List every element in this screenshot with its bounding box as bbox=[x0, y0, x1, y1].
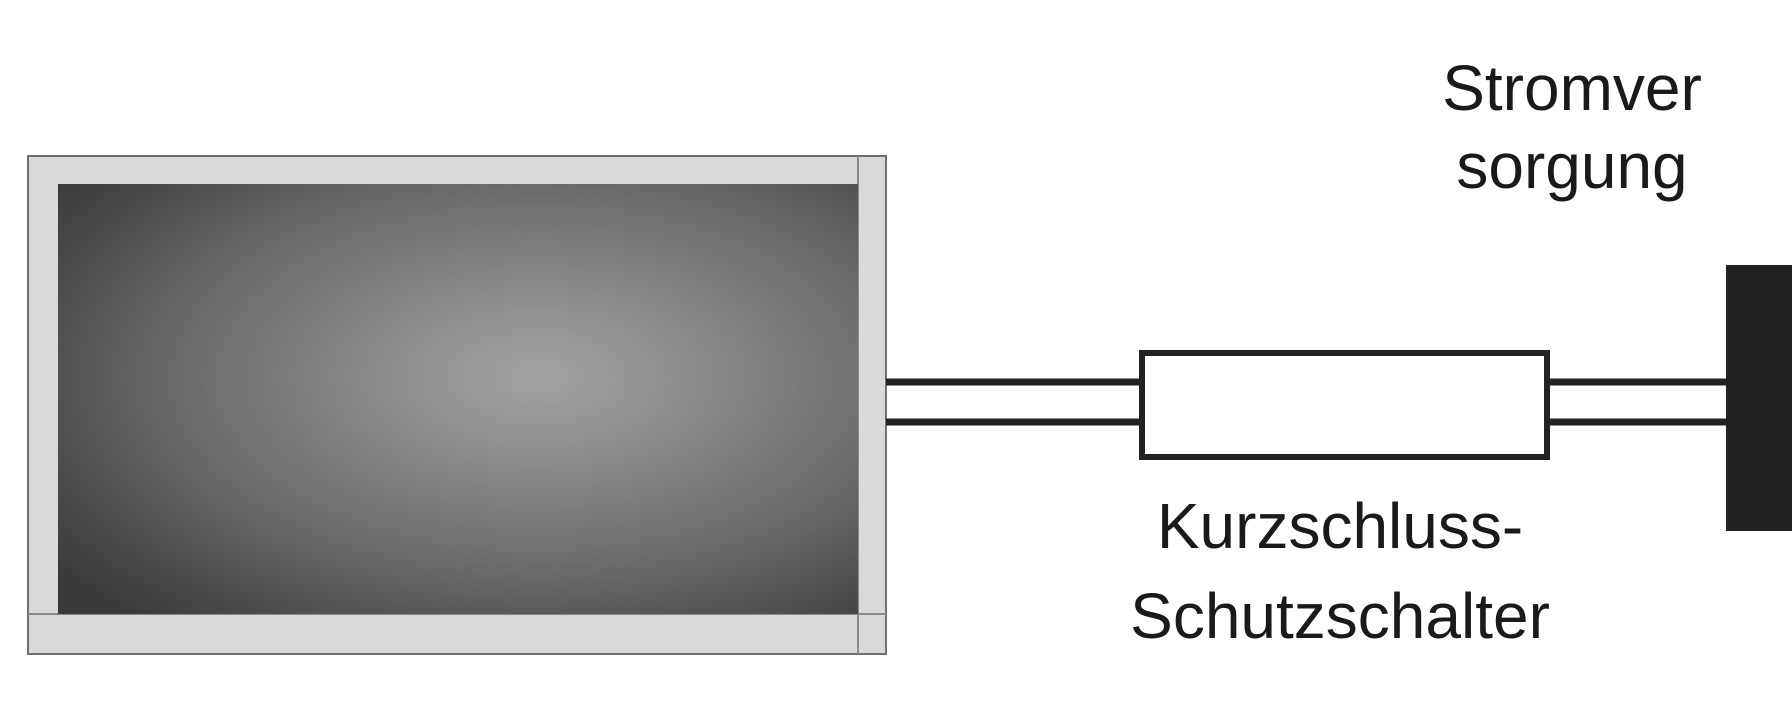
tv-screen bbox=[58, 184, 858, 614]
breaker-label-line2: Schutzschalter bbox=[1130, 580, 1550, 652]
tv-cable bbox=[886, 378, 1142, 426]
power-supply-label-line2: sorgung bbox=[1456, 130, 1687, 202]
power-cable bbox=[1547, 378, 1728, 426]
power-supply-label-line1: Stromver bbox=[1442, 52, 1702, 124]
circuit-breaker-box bbox=[1139, 350, 1550, 460]
breaker-label-line1: Kurzschluss- bbox=[1157, 490, 1523, 562]
power-supply-block bbox=[1726, 265, 1792, 531]
tv-icon bbox=[27, 155, 887, 655]
